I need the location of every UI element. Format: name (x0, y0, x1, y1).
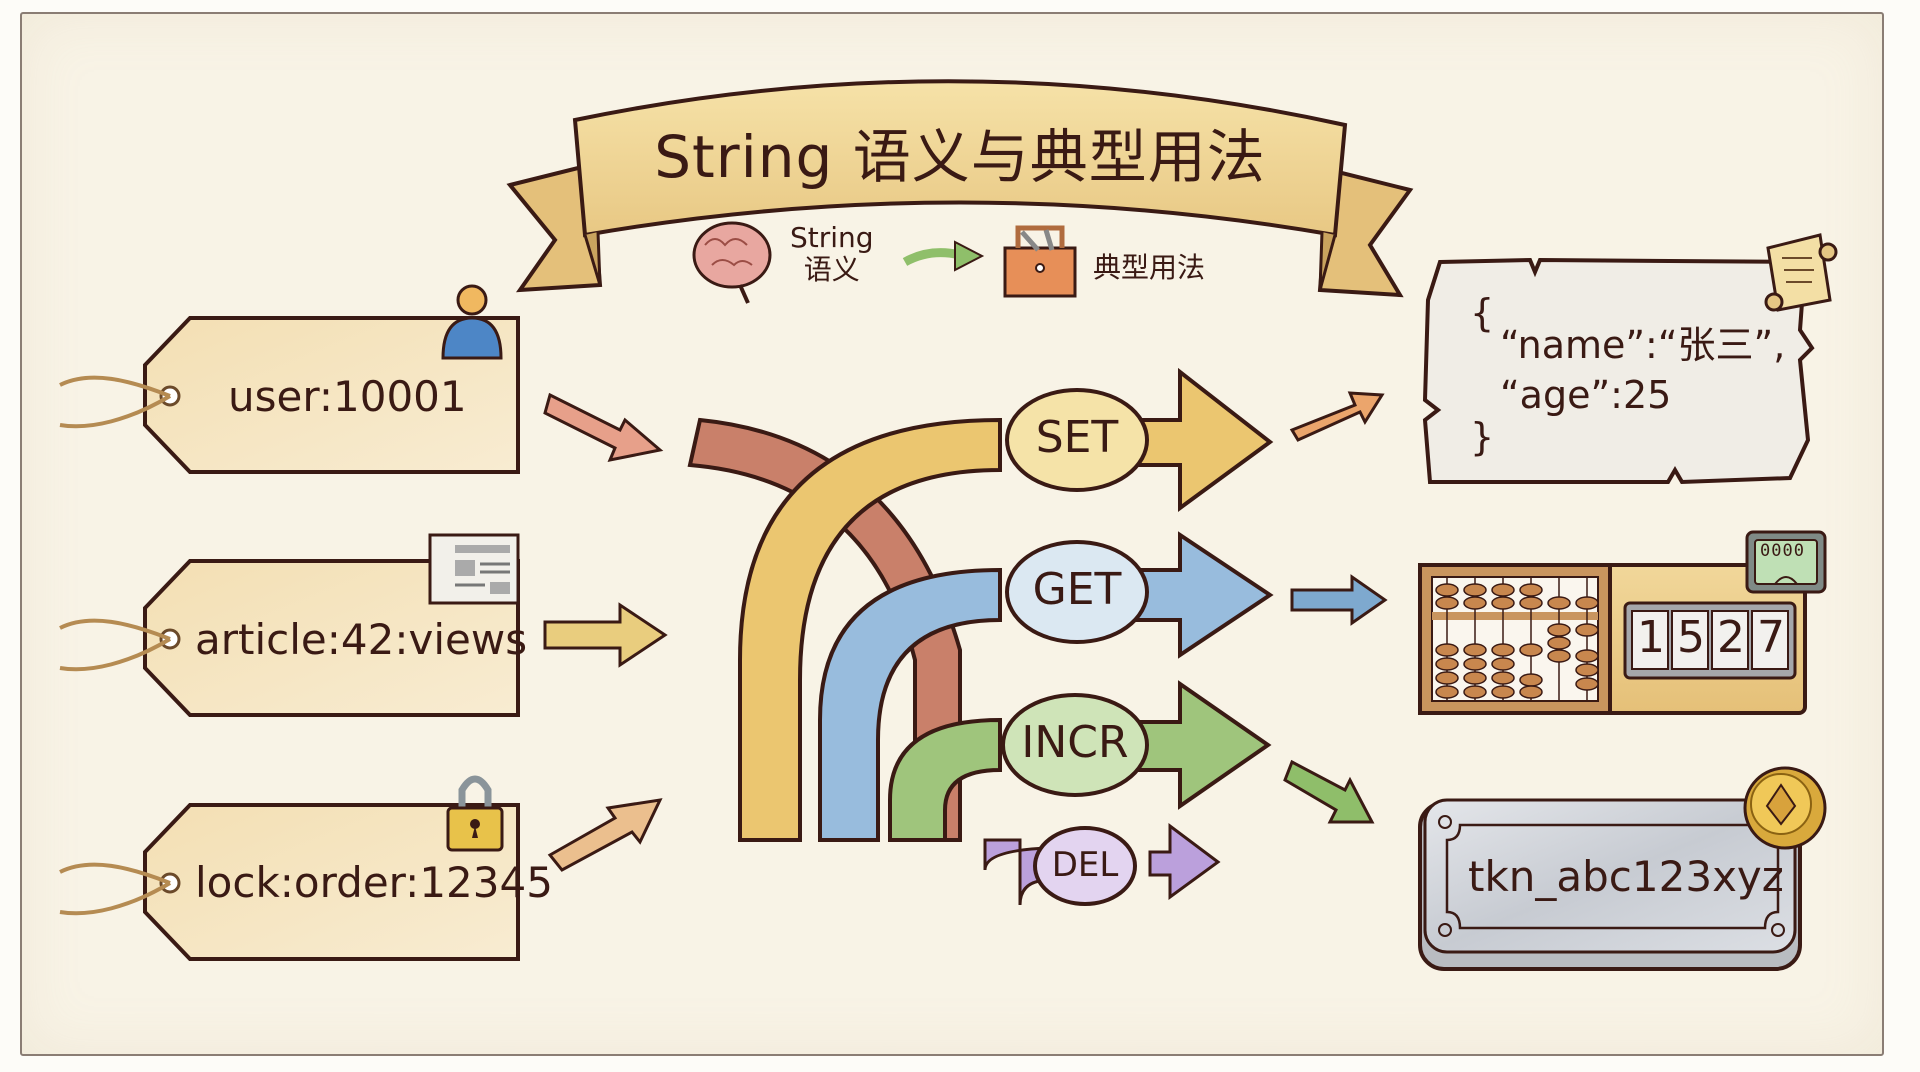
op-get-label: GET (1032, 564, 1122, 615)
json-close-brace: } (1470, 415, 1495, 459)
scroll-icon (1764, 233, 1838, 312)
subtitle-semantics-line1: String (790, 221, 874, 254)
key-tag-shapes (59, 316, 520, 961)
counter-digit-4: 7 (1757, 612, 1785, 663)
json-name-line: “name”:“张三”, (1500, 323, 1786, 367)
brain-icon (692, 221, 772, 304)
op-incr-label: INCR (1021, 717, 1129, 768)
user-icon (441, 284, 503, 360)
flow-paths (687, 417, 1052, 906)
subtitle-semantics: String 语义 (790, 222, 874, 286)
counter-digit-1: 1 (1637, 612, 1665, 663)
semantic-to-usage-arrow (902, 240, 985, 272)
counter-digit-2: 5 (1677, 612, 1705, 663)
op-set-label: SET (1035, 412, 1119, 463)
counter-digit-3: 2 (1717, 612, 1745, 663)
set-badge (1005, 388, 1149, 492)
set-arrowhead (1128, 367, 1274, 512)
page-title: String 语义与典型用法 (654, 123, 1266, 191)
op-del-label: DEL (1051, 845, 1119, 885)
key-tag-user: user:10001 (228, 372, 467, 421)
json-age-line: “age”:25 (1500, 373, 1672, 417)
meter-readout: 0000 (1760, 541, 1805, 561)
del-arrowhead (1148, 823, 1221, 900)
key-input-arrows (543, 392, 668, 872)
result-arrows (1283, 391, 1388, 824)
incr-badge (1001, 693, 1149, 797)
token-plate (1418, 798, 1802, 971)
padlock-icon (446, 775, 504, 852)
meter-icon (1745, 530, 1827, 594)
newspaper-icon (428, 533, 520, 605)
del-badge (1033, 826, 1137, 906)
subtitle-usage: 典型用法 (1093, 251, 1206, 284)
key-tag-article-views: article:42:views (195, 615, 528, 664)
get-badge (1005, 540, 1149, 644)
json-open-brace: { (1470, 291, 1495, 335)
coin-icon (1743, 766, 1827, 850)
key-tag-lock: lock:order:12345 (195, 858, 553, 907)
title-banner (506, 79, 1414, 298)
counter-display (1623, 601, 1797, 680)
token-value: tkn_abc123xyz (1468, 852, 1784, 901)
subtitle-semantics-line2: 语义 (803, 253, 860, 286)
json-paper (1422, 257, 1815, 485)
toolbox-icon (1003, 225, 1077, 298)
incr-arrowhead (1128, 680, 1272, 810)
get-arrowhead (1128, 531, 1274, 659)
